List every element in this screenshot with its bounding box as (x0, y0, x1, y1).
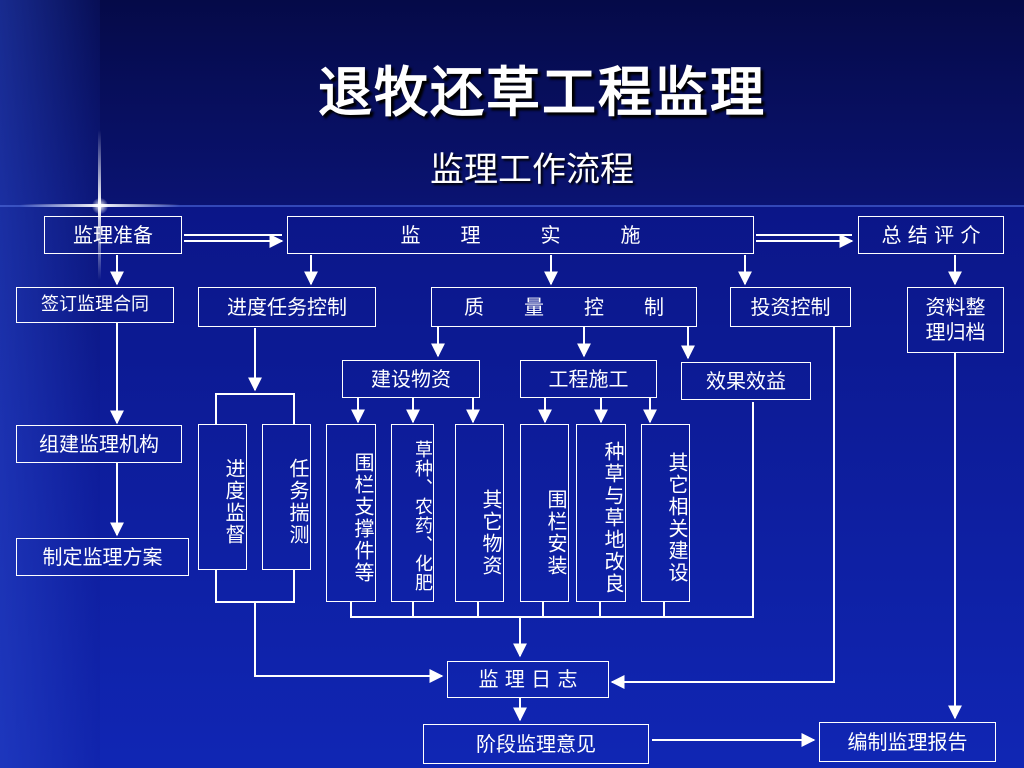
node-progress: 进度任务控制 (198, 287, 376, 327)
node-fence-install: 围栏安装 (520, 424, 569, 602)
node-effect: 效果效益 (681, 362, 811, 400)
node-investment: 投资控制 (730, 287, 851, 327)
bracket-bottom (215, 570, 295, 603)
node-implement: 监 理 实 施 (287, 216, 754, 254)
node-report: 编制监理报告 (819, 722, 996, 762)
node-quality: 质 量 控 制 (431, 287, 697, 327)
node-org: 组建监理机构 (16, 425, 182, 463)
node-fence-parts: 围栏支撑件等 (326, 424, 376, 602)
page-title: 退牧还草工程监理 (318, 61, 766, 124)
node-log: 监 理 日 志 (447, 661, 609, 698)
node-stage-opinion: 阶段监理意见 (423, 724, 649, 764)
node-summary: 总 结 评 介 (858, 216, 1004, 254)
collector-line (350, 402, 754, 618)
node-other-build: 其它相关建设 (641, 424, 690, 602)
node-contract: 签订监理合同 (16, 287, 174, 323)
node-other-materials: 其它物资 (455, 424, 504, 602)
title-band (0, 0, 1024, 205)
node-grass-seed: 草种、农药、化肥 (391, 424, 434, 602)
arrow-investment-to-log (610, 327, 835, 689)
node-prep: 监理准备 (44, 216, 182, 254)
node-plan: 制定监理方案 (16, 538, 189, 576)
flare-star-icon (92, 198, 108, 214)
node-task-measure: 任务揣测 (262, 424, 311, 570)
divider-line (0, 205, 1024, 207)
left-accent-band (0, 0, 100, 768)
node-archive: 资料整 理归档 (907, 287, 1004, 353)
node-construction: 工程施工 (520, 360, 657, 398)
node-progress-supervise: 进度监督 (198, 424, 247, 570)
bracket-top (215, 393, 295, 424)
node-materials: 建设物资 (342, 360, 480, 398)
page-subtitle: 监理工作流程 (430, 150, 634, 190)
arrow-bracket-to-log (254, 602, 444, 683)
node-grass-improve: 种草与草地改良 (576, 424, 626, 602)
